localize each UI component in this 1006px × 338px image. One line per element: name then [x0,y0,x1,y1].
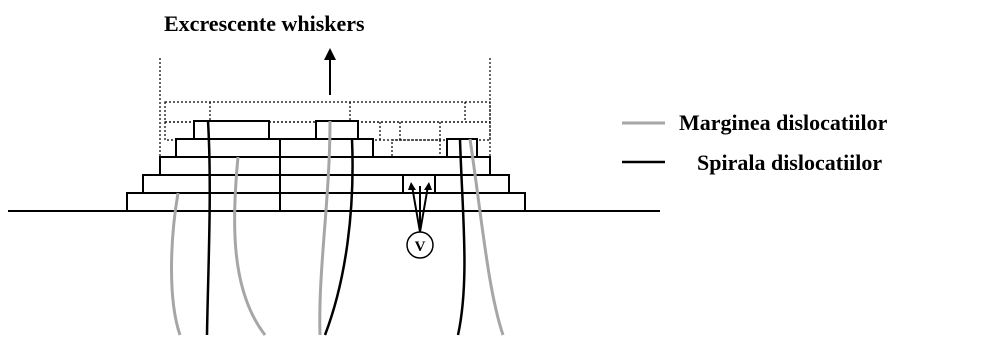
vacancy-circle [406,231,434,259]
vacancy-label: V [415,239,426,255]
legend-label-edge: Marginea dislocatiilor [679,110,888,135]
screw-dislocations [205,120,466,336]
vacancy-arrows [408,182,432,233]
growth-arrow [324,48,336,95]
edge-dislocations [170,120,505,336]
diagram-title: Excrescente whiskers [164,11,365,36]
legend-label-screw: Spirala dislocatiilor [697,150,882,175]
legend: Marginea dislocatiilor Spirala dislocati… [622,110,888,175]
